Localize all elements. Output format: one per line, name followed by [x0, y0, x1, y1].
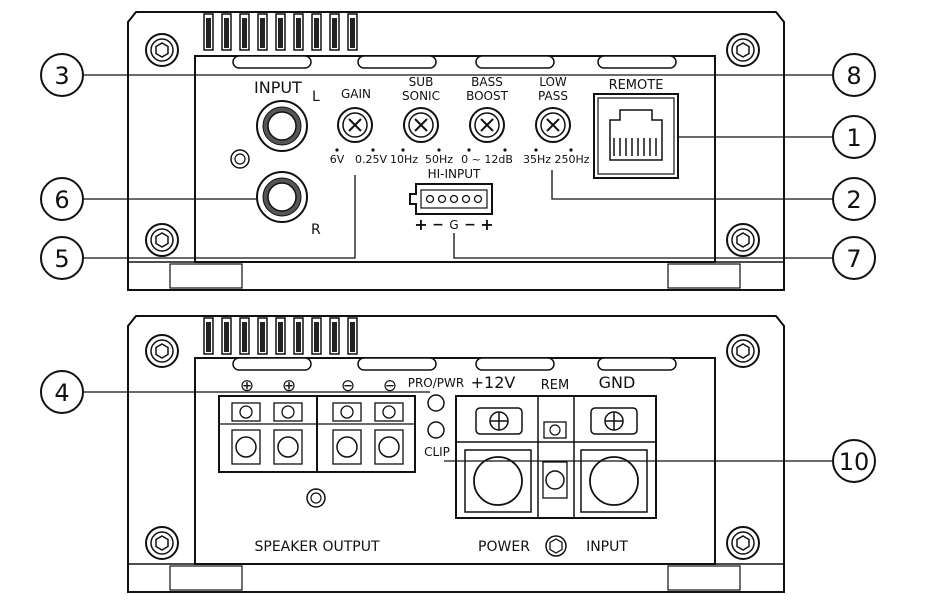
callout-7: 7 — [832, 236, 876, 280]
low-pass-knob-icon — [535, 107, 571, 143]
hi-input-ground: G — [449, 218, 458, 232]
rem-label: REM — [541, 378, 569, 393]
callout-1: 1 — [832, 115, 876, 159]
input-right-label: R — [311, 222, 321, 238]
hi-input-minus-left: − — [432, 217, 444, 233]
screw-icon — [145, 223, 179, 257]
pro-pwr-led-icon — [427, 394, 445, 412]
subsonic-label-1: SUB — [409, 75, 434, 89]
input-left-label: L — [312, 89, 320, 105]
power-terminal-block-icon — [455, 395, 657, 519]
subsonic-knob-icon — [403, 107, 439, 143]
input-label: INPUT — [254, 78, 302, 97]
low-pass-label-1: LOW — [539, 75, 567, 89]
screw-icon — [145, 334, 179, 368]
hi-input-plus-right: + — [480, 215, 493, 234]
low-pass-min-label: 35Hz — [523, 153, 551, 166]
gain-min-label: 6V — [330, 153, 345, 166]
power-input-label: INPUT — [586, 539, 628, 555]
callout-5: 5 — [40, 236, 84, 280]
callout-8: 8 — [832, 53, 876, 97]
screw-icon — [726, 526, 760, 560]
callout-6: 6 — [40, 177, 84, 221]
hi-input-connector-icon — [409, 183, 493, 215]
speaker-output-label: SPEAKER OUTPUT — [254, 539, 379, 555]
subsonic-max-label: 50Hz — [425, 153, 453, 166]
callout-2: 2 — [832, 177, 876, 221]
heatsink-fins — [203, 317, 358, 355]
svg-text:3: 3 — [54, 62, 69, 90]
svg-text:6: 6 — [54, 186, 69, 214]
clip-label: CLIP — [424, 445, 450, 459]
clip-led-icon — [427, 421, 445, 439]
hi-input-minus-right: − — [464, 217, 476, 233]
svg-text:4: 4 — [54, 379, 69, 407]
bass-boost-knob-icon — [469, 107, 505, 143]
svg-text:2: 2 — [846, 186, 861, 214]
gain-max-label: 0.25V — [355, 153, 387, 166]
svg-text:10: 10 — [839, 448, 870, 476]
speaker-plus-1: ⊕ — [240, 376, 254, 396]
callout-10: 10 — [832, 439, 876, 483]
remote-port-icon — [593, 93, 679, 179]
screw-icon — [145, 33, 179, 67]
pro-pwr-label: PRO/PWR — [408, 376, 465, 390]
gain-label: GAIN — [341, 87, 371, 101]
speaker-minus-1: ⊖ — [341, 376, 355, 396]
low-pass-label-2: PASS — [538, 89, 568, 103]
bottom-panel: ⊕ ⊕ ⊖ ⊖ — [127, 315, 785, 593]
callout-leaders — [84, 74, 836, 462]
screw-icon — [726, 223, 760, 257]
speaker-plus-2: ⊕ — [282, 376, 296, 396]
bass-boost-range-label: 0 ~ 12dB — [461, 153, 513, 166]
remote-label: REMOTE — [609, 78, 664, 93]
top-panel: INPUT L R GAIN 6V 0.25V SUB SONIC 10Hz 5… — [127, 11, 785, 291]
low-pass-max-label: 250Hz — [554, 153, 589, 166]
svg-text:8: 8 — [846, 62, 861, 90]
callout-3: 3 — [40, 53, 84, 97]
gain-knob-icon — [337, 107, 373, 143]
subsonic-min-label: 10Hz — [390, 153, 418, 166]
rca-left-jack-icon — [256, 100, 308, 152]
screw-icon — [726, 33, 760, 67]
plus12v-label: +12V — [471, 373, 516, 392]
bass-boost-label-1: BASS — [471, 75, 503, 89]
power-label: POWER — [478, 539, 530, 555]
heatsink-fins — [203, 13, 358, 51]
svg-text:7: 7 — [846, 245, 861, 273]
svg-text:5: 5 — [54, 245, 69, 273]
power-nut-icon — [545, 535, 567, 557]
hi-input-plus-left: + — [414, 215, 427, 234]
screw-icon — [145, 526, 179, 560]
callout-4: 4 — [40, 370, 84, 414]
gnd-label: GND — [599, 373, 636, 392]
svg-text:1: 1 — [846, 124, 861, 152]
speaker-minus-2: ⊖ — [383, 376, 397, 396]
rca-right-jack-icon — [256, 171, 308, 223]
speaker-terminal-block-icon — [218, 395, 416, 473]
hi-input-label: HI-INPUT — [428, 167, 481, 181]
bass-boost-label-2: BOOST — [466, 89, 509, 103]
subsonic-label-2: SONIC — [402, 89, 440, 103]
screw-icon — [726, 334, 760, 368]
